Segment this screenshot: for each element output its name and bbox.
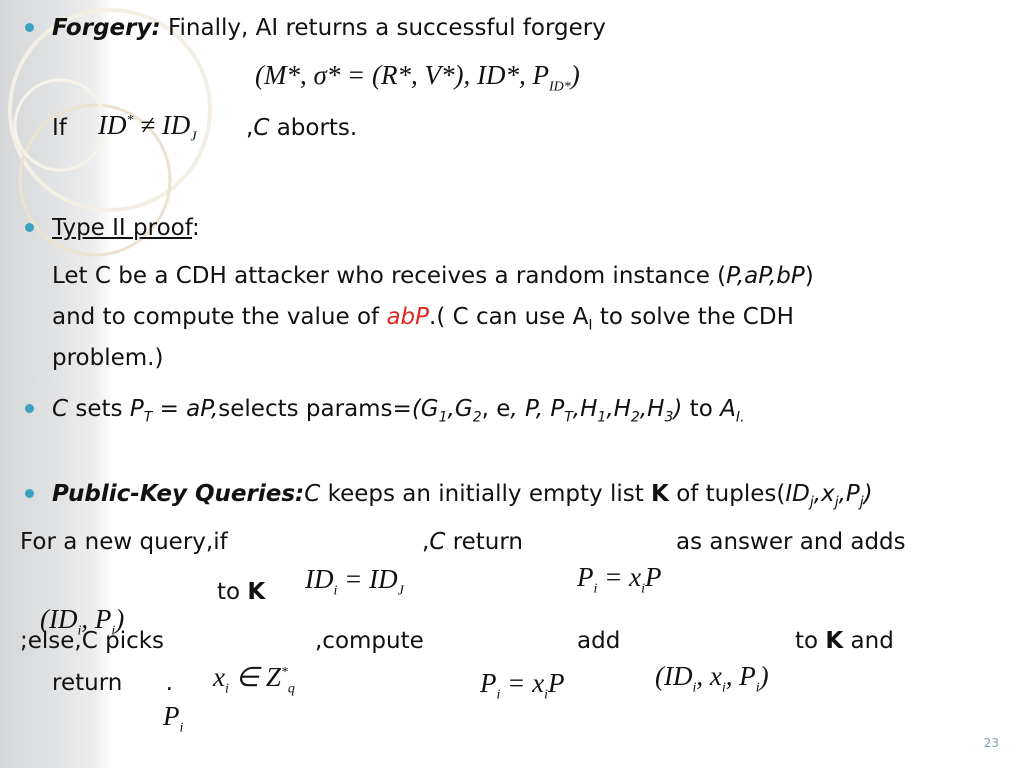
if-condition: ID* ≠ IDJ (98, 110, 197, 145)
else-to-k-and: to K and (795, 628, 894, 654)
eq-id-equals: IDi = IDJ (305, 564, 404, 599)
forgery-text: Finally, AI returns a successful forgery (167, 15, 606, 41)
pubkey-line: Public-Key Queries:C keeps an initially … (52, 481, 873, 511)
if-aborts: ,C aborts. (246, 115, 358, 141)
else-picks: ;else,C picks (20, 628, 165, 654)
forgery-tuple: (M*, σ* = (R*, V*), ID*, PID*) (255, 60, 580, 95)
query-to-k: to K (217, 579, 266, 605)
tuple-id-xi-pi: (IDi, xi, Pi) (655, 661, 769, 696)
bullet (25, 489, 34, 498)
eq-pi-equals-2: Pi = xiP (480, 668, 565, 703)
type2-heading: Type II proof: (52, 215, 200, 241)
forgery-label: Forgery: (52, 15, 161, 41)
else-compute: ,compute (315, 628, 424, 654)
query-as-answer: as answer and adds (676, 529, 906, 555)
query-return: ,C return (422, 529, 524, 555)
if-label: If (52, 115, 67, 141)
page-number: 23 (983, 736, 999, 750)
bullet (25, 223, 34, 232)
else-add: add (577, 628, 621, 654)
eq-xi-in-zq: xi ∈ Z*q (213, 662, 295, 697)
pi-symbol: Pi (163, 701, 184, 736)
cdh-line2: and to compute the value of abP.( C can … (52, 304, 794, 334)
bullet (25, 404, 34, 413)
tuple-id-pi: (IDi, Pi) (40, 604, 125, 639)
else-return: return . (52, 670, 173, 696)
bullet (25, 23, 34, 32)
pubkey-label: Public-Key Queries: (52, 481, 305, 507)
query-for-new: For a new query,if (20, 529, 228, 555)
forgery-line: Forgery: Finally, AI returns a successfu… (52, 13, 606, 43)
abp-highlight: abP (386, 304, 430, 330)
cdh-line1: Let C be a CDH attacker who receives a r… (52, 263, 814, 289)
cdh-line3: problem.) (52, 345, 164, 371)
sets-line: C sets PT = aP,selects params=(G1,G2, e,… (52, 396, 745, 426)
eq-pi-equals: Pi = xiP (577, 562, 662, 597)
